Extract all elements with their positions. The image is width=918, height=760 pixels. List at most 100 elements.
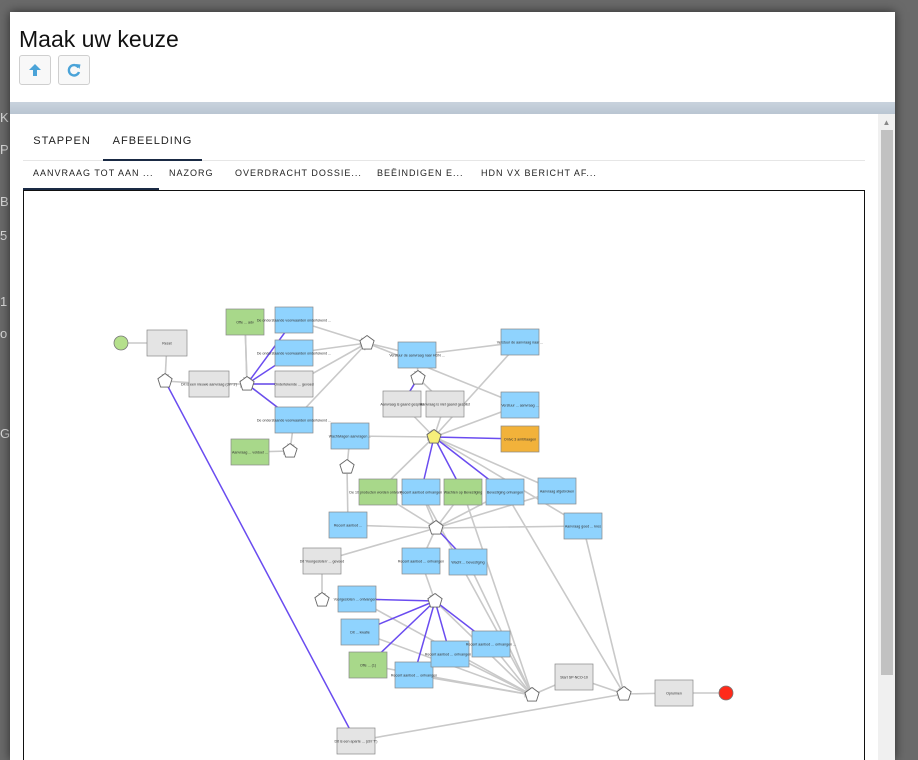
background-text: G: [0, 426, 11, 441]
task-node[interactable]: Wachten op Bevestiging: [443, 478, 483, 506]
refresh-button[interactable]: [58, 55, 90, 85]
task-node[interactable]: De onderstaande voorwaarden ondertekend …: [257, 406, 331, 434]
modal-title: Maak uw keuze: [19, 26, 179, 52]
task-label: Aanvraag ... voldoet ...: [232, 451, 268, 455]
task-label: Recent aanbod ... ontvangen: [391, 674, 437, 678]
flow-edge: [413, 674, 533, 698]
gateway-node[interactable]: [616, 685, 632, 701]
scroll-up-icon[interactable]: ▲: [882, 117, 891, 127]
task-node[interactable]: De onderstaande voorwaarden ondertekend …: [257, 306, 331, 334]
task-node[interactable]: De 10 producten worden ontvangen: [349, 478, 407, 506]
gateway-node[interactable]: [428, 519, 444, 535]
task-label: De 10 producten worden ontvangen: [349, 491, 406, 495]
flow-edge: [433, 436, 558, 492]
task-label: Recent aanbod ontvangen: [400, 491, 442, 495]
task-node[interactable]: De onderstaande voorwaarden ondertekend …: [257, 339, 331, 367]
flow-edge: [355, 691, 625, 742]
task-node[interactable]: Verstuur ... aanvraag ...: [500, 391, 540, 419]
task-node[interactable]: Ondertekende ... gevoed: [274, 370, 314, 398]
task-label: Recent aanbod ... ontvangen ...: [466, 643, 516, 647]
scrollbar-thumb[interactable]: [881, 130, 893, 675]
task-label: Dit 'Voorgesloten' ... gevoed: [300, 560, 345, 564]
task-node[interactable]: Dit is een aparte ... (ctrl 'T'): [335, 727, 378, 755]
gateway-node[interactable]: [410, 369, 426, 385]
task-label: Ondertekende ... gevoed: [274, 383, 314, 387]
task-label: Verstuur de aanvraag naar ...: [497, 341, 544, 345]
task-node[interactable]: Wacht ... bevestiging: [448, 548, 488, 576]
task-node[interactable]: Recent aanbod ... ontvangen: [398, 547, 444, 575]
task-node[interactable]: Verstuur de aanvraag naar ...: [497, 328, 544, 356]
task-node[interactable]: Offe ... (1): [348, 651, 388, 679]
task-node[interactable]: Dit is een nieuwe aanvraag (ctrl '1'): [181, 370, 237, 398]
modal-header: Maak uw keuze: [10, 12, 895, 102]
task-node[interactable]: Opruimen: [654, 679, 694, 707]
task-label: De onderstaande voorwaarden ondertekend …: [257, 419, 331, 423]
task-node[interactable]: Aanvraag is niet gaand gesplist: [420, 390, 470, 418]
gateway-node[interactable]: [339, 458, 355, 474]
gateway-node[interactable]: [427, 592, 443, 608]
tab-afbeelding[interactable]: AFBEELDING: [103, 130, 202, 161]
background-text: P: [0, 142, 9, 157]
task-label: De onderstaande voorwaarden ondertekend …: [257, 319, 331, 323]
subtab-beeindigen[interactable]: BEËINDIGEN E...: [377, 168, 464, 178]
task-label: Wachten op Bevestiging: [444, 491, 483, 495]
tab-stappen[interactable]: STAPPEN: [33, 135, 91, 147]
vertical-scrollbar[interactable]: ▲: [878, 114, 895, 760]
up-button[interactable]: [19, 55, 51, 85]
task-node[interactable]: Verstuur de aanvraag naar HDN ...: [389, 341, 445, 369]
task-node[interactable]: Bevestiging ontvangen: [485, 478, 525, 506]
task-label: Wachtvlagen aanvragen ...: [329, 435, 372, 439]
gateway-node[interactable]: [314, 591, 330, 607]
task-node[interactable]: Recent aanbod ... ontvangen ...: [425, 640, 475, 668]
flow-edge: [435, 522, 584, 531]
task-node[interactable]: Recent aanbod ... ontvangen: [391, 661, 437, 689]
background-text: 1: [0, 294, 8, 309]
task-label: Opruimen: [666, 692, 682, 696]
task-label: Voorgesloten ... ontvangen ...: [334, 598, 381, 602]
sub-tabs: AANVRAAG TOT AAN ... NAZORG OVERDRACHT D…: [23, 165, 865, 190]
task-node[interactable]: Wachtvlagen aanvragen ...: [329, 422, 372, 450]
gateway-node[interactable]: [426, 428, 442, 444]
subtab-aanvraag[interactable]: AANVRAAG TOT AAN ...: [23, 165, 159, 190]
task-node[interactable]: Aanvraag is gaand gesplist: [380, 390, 424, 418]
background-text: o: [0, 326, 8, 341]
end-event[interactable]: [718, 685, 734, 701]
task-node[interactable]: Aanvraag afgebroken: [537, 477, 577, 505]
flow-edge: [433, 341, 521, 438]
task-node[interactable]: Reset: [146, 329, 188, 357]
task-label: Ontvc 3 ambtiaagen: [504, 438, 536, 442]
start-event[interactable]: [113, 335, 129, 351]
task-label: Dit is een nieuwe aanvraag (ctrl '1'): [181, 383, 237, 387]
gateway-node[interactable]: [524, 686, 540, 702]
task-node[interactable]: Start SP-NCO-10: [554, 663, 594, 691]
gateway-node[interactable]: [157, 372, 173, 388]
task-label: Verstuur de aanvraag naar HDN ...: [389, 354, 444, 358]
subtab-nazorg[interactable]: NAZORG: [169, 168, 214, 178]
task-label: Aanvraag goed ... kres: [565, 525, 601, 529]
task-node[interactable]: Aanvraag ... voldoet ...: [230, 438, 270, 466]
task-node[interactable]: Dit 'Voorgesloten' ... gevoed: [300, 547, 345, 575]
subtab-overdracht[interactable]: OVERDRACHT DOSSIE...: [235, 168, 362, 178]
task-label: Offe ... (1): [360, 664, 376, 668]
task-node[interactable]: Voorgesloten ... ontvangen ...: [334, 585, 381, 613]
gateway-node[interactable]: [359, 334, 375, 350]
task-node[interactable]: Ontvc 3 ambtiaagen: [500, 425, 540, 453]
task-node[interactable]: Recent aanbod ... ontvangen ...: [466, 630, 516, 658]
task-node[interactable]: Offe ... adv: [225, 308, 265, 336]
task-label: Dit is een aparte ... (ctrl 'T'): [335, 740, 378, 744]
background-text: B: [0, 194, 9, 209]
task-label: Aanvraag is gaand gesplist: [380, 403, 423, 407]
task-label: Offe ... adv: [236, 321, 254, 325]
task-node[interactable]: Recent aanbod ...: [328, 511, 368, 539]
task-label: Wacht ... bevestiging: [451, 561, 484, 565]
flow-edge: [467, 561, 533, 696]
gateway-node[interactable]: [239, 375, 255, 391]
task-node[interactable]: Dit ... kwatie: [340, 618, 380, 646]
task-node[interactable]: Aanvraag goed ... kres: [563, 512, 603, 540]
subtab-hdn-vx[interactable]: HDN VX BERICHT AF...: [481, 168, 597, 178]
flow-edge: [435, 490, 558, 530]
task-node[interactable]: Recent aanbod ontvangen: [400, 478, 442, 506]
gateway-node[interactable]: [282, 442, 298, 458]
task-label: Recent aanbod ... ontvangen ...: [425, 653, 475, 657]
